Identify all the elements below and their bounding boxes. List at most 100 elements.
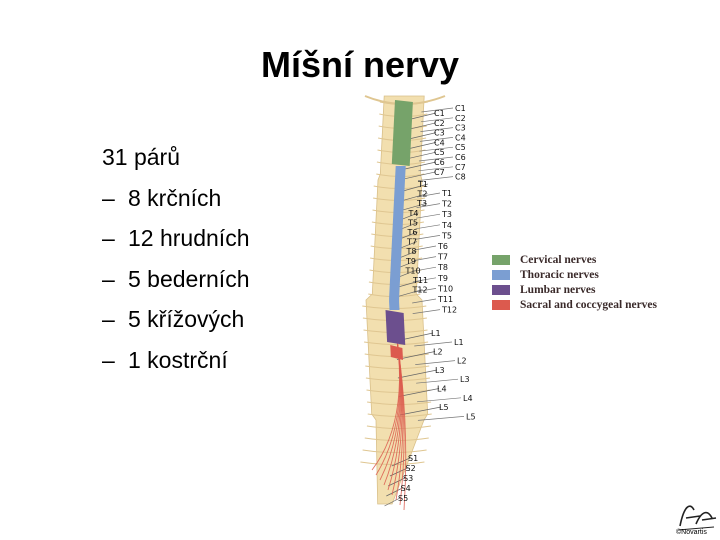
nerve-line [398, 388, 440, 397]
nerve-label-left: T10 [405, 266, 421, 275]
nerve-label-right: T11 [437, 295, 453, 304]
nerve-label-right: T10 [437, 284, 453, 293]
nerve-label-right: C5 [455, 143, 466, 152]
spinal-nerves-illustration: C1C2C3C4C5C6C7T1T2T3T4T5T6T7T8T9T10T11T1… [360, 95, 476, 511]
nerve-line [384, 497, 401, 507]
nerve-label-right: C7 [455, 163, 466, 172]
nerve-label-left: L1 [431, 329, 441, 338]
nerve-label-right: T12 [441, 306, 457, 315]
nerve-line [417, 416, 465, 421]
bullet-dash: – [102, 306, 115, 332]
nerve-line [412, 288, 437, 293]
nerve-label-left: S1 [408, 454, 418, 463]
nerve-label-left: S3 [403, 474, 413, 483]
nerve-line [421, 107, 454, 113]
nerve-line [400, 161, 437, 171]
nerve-line [399, 171, 437, 181]
nerve-label-left: S4 [401, 484, 411, 493]
nerve-line [412, 298, 437, 304]
nerve-label-right: T1 [441, 189, 452, 198]
legend-item: Thoracic nerves [492, 267, 657, 282]
legend-item: Lumbar nerves [492, 282, 657, 297]
right-nerve-labels: C1C2C3C4C5C6C7C8T1T2T3T4T5T6T7T8T9T10T11… [437, 104, 476, 421]
nerve-label-right: T9 [437, 274, 448, 283]
nerve-label-left: S2 [406, 464, 416, 473]
bullet-text: 1 kostrční [128, 346, 228, 373]
nerve-line [415, 360, 456, 365]
nerve-line [399, 406, 442, 416]
bullet-item: –5 křížových [102, 299, 249, 340]
bullet-text: 5 křížových [128, 306, 245, 332]
nerve-line [414, 245, 437, 251]
nerve-label-left: C6 [434, 158, 445, 167]
cervical-cord-segment [391, 100, 413, 166]
vertebra-edge [365, 377, 430, 381]
legend-swatch [492, 269, 510, 280]
nerve-label-left: T4 [408, 209, 419, 218]
bullet-text: 12 hrudních [128, 225, 250, 251]
nerve-line [418, 166, 454, 172]
vertebra-edge [360, 461, 425, 465]
nerve-line [419, 146, 454, 152]
nerve-line [417, 176, 454, 181]
nerve-label-left: C1 [434, 109, 445, 118]
nerve-line [420, 117, 454, 123]
logo-brand: ©Novartis [676, 529, 707, 536]
bullet-item: –5 bederních [102, 259, 249, 300]
legend-swatch [492, 254, 510, 265]
bullet-main: 31 párů [102, 144, 181, 170]
vertebra-edge [364, 341, 429, 345]
nerve-label-left: L5 [439, 403, 449, 412]
nerve-line [412, 277, 437, 283]
nerve-label-left: L4 [437, 385, 447, 394]
nerve-label-right: L5 [466, 412, 476, 421]
nerve-label-left: T12 [412, 286, 428, 295]
left-nerve-labels: C1C2C3C4C5C6C7T1T2T3T4T5T6T7T8T9T10T11T1… [398, 109, 449, 503]
nerve-label-right: L2 [457, 357, 467, 366]
legend-label: Thoracic nerves [520, 268, 599, 281]
nerve-line [420, 127, 454, 132]
bullet-text: 8 krčních [128, 184, 222, 211]
nerve-label-left: T1 [417, 180, 428, 189]
bullet-dash: – [102, 265, 115, 292]
legend-item: Cervical nerves [492, 252, 657, 267]
nerve-label-left: T2 [417, 190, 428, 199]
nerve-label-right: C2 [455, 114, 466, 123]
nerve-label-left: C3 [434, 129, 445, 138]
legend-label: Sacral and coccygeal nerves [520, 298, 658, 311]
nerve-line [419, 137, 454, 142]
spinal-cord [385, 100, 413, 360]
bullet-item: –8 krčních [102, 178, 249, 219]
nerve-label-right: C8 [455, 173, 466, 182]
nerve-label-right: C3 [455, 124, 466, 133]
nerve-label-right: C4 [455, 133, 466, 142]
nerve-line [414, 341, 453, 347]
nerve-line [413, 266, 437, 272]
nerve-label-right: T5 [441, 231, 452, 240]
nerve-label-left: S5 [398, 494, 408, 503]
legend-label: Lumbar nerves [520, 283, 596, 296]
nerve-label-right: T3 [441, 210, 452, 219]
bullet-list: 31 párů –8 krčních –12 hrudních –5 beder… [102, 137, 249, 380]
netter-signature-logo [677, 505, 717, 531]
bullet-dash: – [102, 346, 115, 373]
nerve-line [416, 213, 441, 219]
vertebra-edge [366, 425, 431, 429]
nerve-label-left: T11 [412, 276, 428, 285]
nerve-label-left: T9 [405, 257, 416, 266]
nerve-label-right: L4 [463, 394, 473, 403]
nerve-label-left: T6 [407, 228, 418, 237]
nerve-label-right: T2 [441, 200, 452, 209]
legend-item: Sacral and coccygeal nerves [492, 297, 657, 312]
nerve-line [412, 309, 441, 314]
nerve-label-right: C6 [455, 153, 466, 162]
nerve-label-left: C7 [434, 168, 445, 177]
nerve-label-right: C1 [455, 104, 466, 113]
nerve-line [417, 192, 441, 198]
legend-label: Cervical nerves [520, 253, 597, 266]
vertebra-edge [362, 449, 427, 453]
bullet-text: 5 bederních [128, 265, 250, 292]
nerve-label-right: T4 [441, 221, 452, 230]
nerve-line [386, 487, 403, 497]
bullet-dash: – [102, 184, 115, 211]
